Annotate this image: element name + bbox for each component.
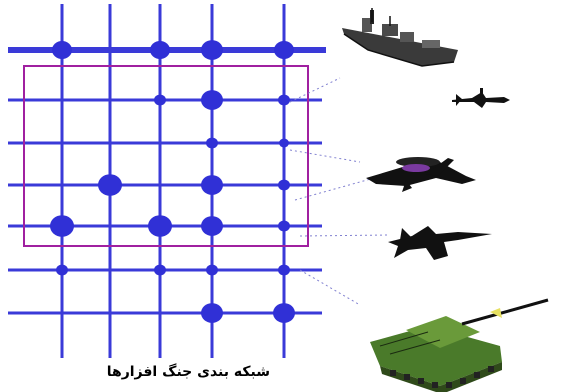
network-node <box>52 41 72 59</box>
network-node <box>279 139 289 148</box>
aircraft-icon <box>452 88 510 108</box>
awacs-aircraft-icon <box>366 157 476 192</box>
network-node <box>154 95 166 106</box>
fighter-jet-icon <box>388 226 492 260</box>
tank-icon <box>370 300 548 392</box>
diagram-caption: شبکه بندی جنگ افزارها <box>120 364 270 380</box>
network-node <box>201 90 223 110</box>
network-node <box>201 303 223 323</box>
network-node <box>50 215 74 237</box>
network-node <box>274 41 294 59</box>
network-node <box>56 265 68 276</box>
network-node <box>201 175 223 195</box>
grid-horizontal-lines <box>8 50 326 313</box>
network-node <box>150 41 170 59</box>
network-node <box>201 216 223 236</box>
network-node <box>206 138 218 149</box>
warship-icon <box>342 8 458 66</box>
network-node <box>98 174 122 196</box>
network-node <box>278 265 290 276</box>
network-node <box>278 221 290 232</box>
network-node <box>278 180 290 191</box>
network-node <box>148 215 172 237</box>
network-node <box>273 303 295 323</box>
network-node <box>278 95 290 106</box>
grid-vertical-lines <box>62 4 284 358</box>
network-nodes <box>50 40 295 323</box>
network-node <box>206 265 218 276</box>
network-node <box>154 265 166 276</box>
network-node <box>201 40 223 60</box>
